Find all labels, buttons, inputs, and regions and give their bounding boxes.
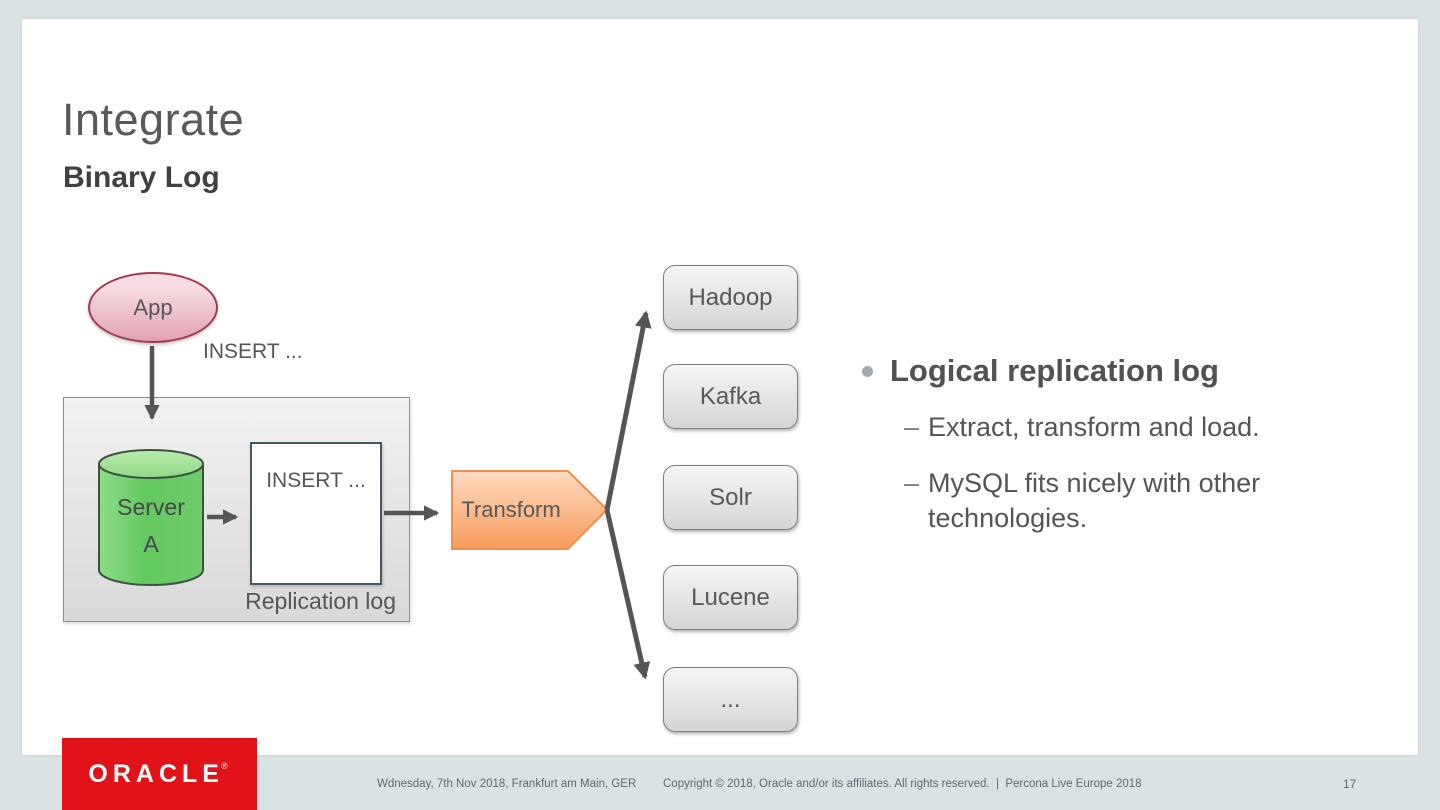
insert-query-label: INSERT ... [203,340,303,363]
oracle-logo: ORACLE® [62,738,257,810]
bullet-dot-icon [862,366,873,377]
footer-date: Wdnesday, 7th Nov 2018, Frankfurt am Mai… [377,778,637,790]
slide-page-number: 17 [1343,777,1357,791]
log-entry-box: INSERT ... [250,442,382,585]
dash-bullet-icon: – [904,468,920,499]
bullet-item-text: Extract, transform and load. [928,412,1260,443]
bullet-list: Logical replication log – Extract, trans… [862,352,1372,536]
server-database-cylinder-icon [98,449,204,586]
server-name-line1: Server [117,494,185,520]
target-box-solr: Solr [663,465,798,530]
registered-trademark-icon: ® [220,761,228,771]
oracle-logo-text: ORACLE [88,759,224,788]
server-name-line2: A [143,531,159,557]
target-box-more: ... [663,667,798,732]
bullet-sub-item: – Extract, transform and load. [904,410,1372,445]
app-node: App [88,272,218,343]
footer-copyright: Copyright © 2018, Oracle and/or its affi… [663,778,1142,790]
slide-title: Integrate [62,94,245,145]
bullet-item-text: MySQL fits nicely with other technologie… [928,468,1261,534]
transform-chevron-shape [451,470,609,550]
target-box-lucene: Lucene [663,565,798,630]
target-box-hadoop: Hadoop [663,265,798,330]
slide-subtitle: Binary Log [63,161,220,194]
transform-label: Transform [461,496,561,522]
target-box-kafka: Kafka [663,364,798,429]
bullet-heading-row: Logical replication log [862,352,1372,389]
server-name-label: Server A [97,489,205,563]
app-label: App [133,294,173,320]
bullet-heading: Logical replication log [890,353,1219,388]
bullet-sub-item: – MySQL fits nicely with other technolog… [904,466,1372,536]
replication-log-label: Replication log [245,588,396,614]
log-entry-label: INSERT ... [266,469,366,492]
dash-bullet-icon: – [904,412,920,443]
